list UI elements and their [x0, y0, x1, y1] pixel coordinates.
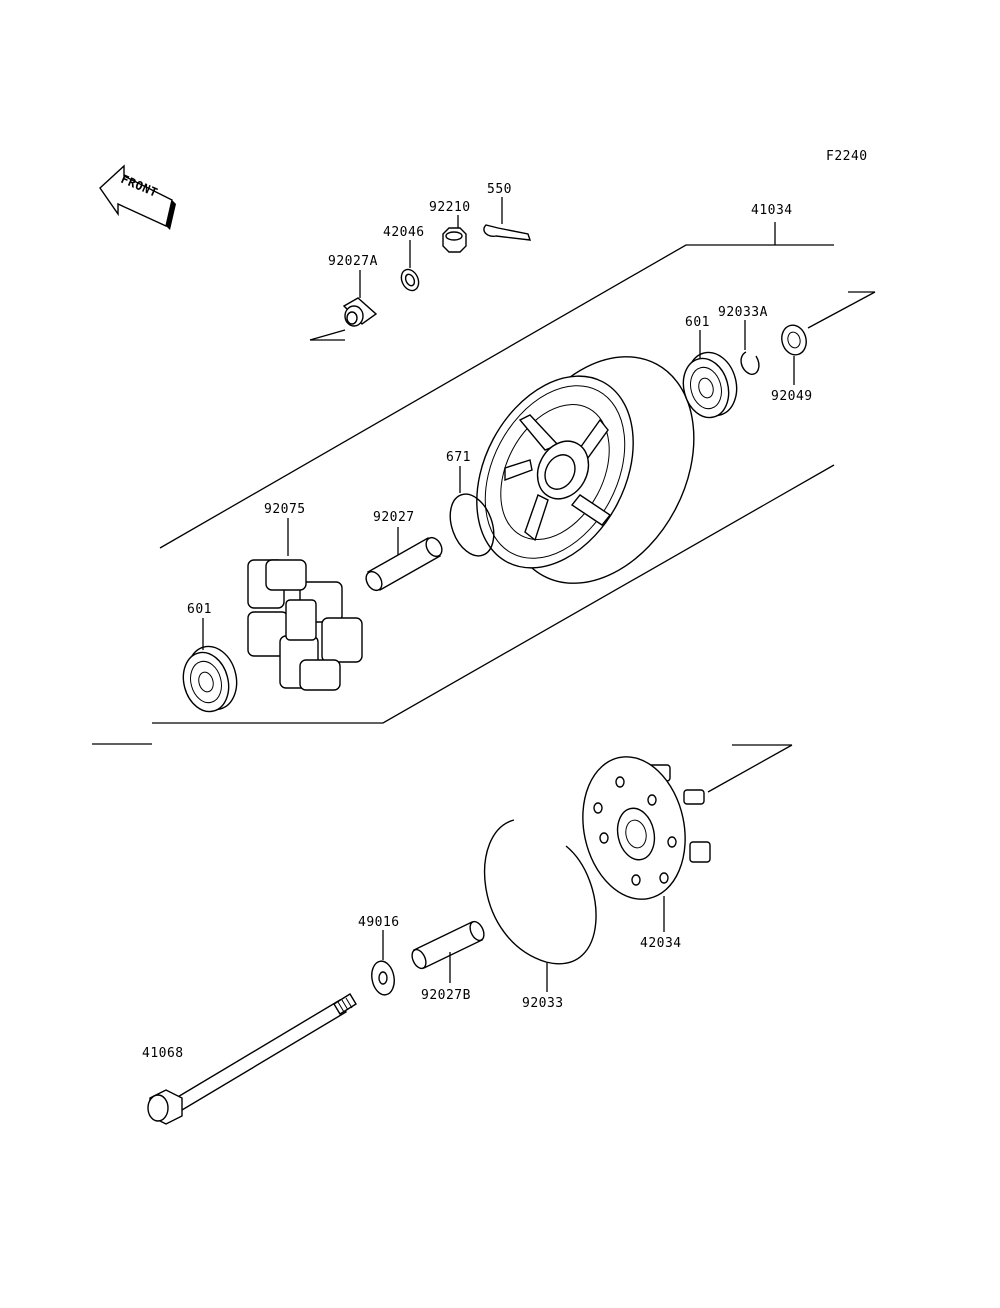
label-92075: 92075 [264, 502, 306, 517]
sprocket-coupling-42034 [582, 744, 793, 932]
label-671: 671 [446, 450, 471, 465]
diagram-code: F2240 [826, 149, 868, 164]
wheel-assembly-frame [92, 222, 876, 745]
label-49016: 49016 [358, 915, 400, 930]
castle-nut [442, 215, 467, 253]
label-92027: 92027 [373, 510, 415, 525]
label-92210: 92210 [429, 200, 471, 215]
front-arrow-icon: FRONT [99, 164, 176, 230]
label-92027a: 92027A [328, 254, 378, 269]
bearing-601-bottom [182, 618, 238, 713]
label-601-top: 601 [685, 315, 710, 330]
label-92033: 92033 [522, 996, 564, 1011]
washer-49016 [371, 930, 395, 996]
label-92027b: 92027B [421, 988, 471, 1003]
circlip-92033 [483, 819, 597, 992]
bearing-601-top [682, 330, 738, 419]
label-41068: 41068 [142, 1046, 184, 1061]
cotter-pin [483, 197, 532, 241]
label-92033a: 92033A [718, 305, 768, 320]
collar-92027 [365, 527, 443, 592]
axle-41068 [147, 993, 357, 1125]
label-42034: 42034 [640, 936, 682, 951]
collar-92027a [309, 270, 378, 341]
wheel-rim [476, 356, 695, 584]
collar-92027b [411, 920, 485, 983]
damper-92075 [247, 518, 363, 691]
label-41034: 41034 [751, 203, 793, 218]
label-42046: 42046 [383, 225, 425, 240]
label-92049: 92049 [771, 389, 813, 404]
oil-seal-92049 [781, 324, 807, 385]
circlip-92033a [740, 320, 760, 375]
washer-42046 [400, 240, 420, 292]
label-550: 550 [487, 182, 512, 197]
label-601-bottom: 601 [187, 602, 212, 617]
o-ring-671 [449, 466, 495, 557]
